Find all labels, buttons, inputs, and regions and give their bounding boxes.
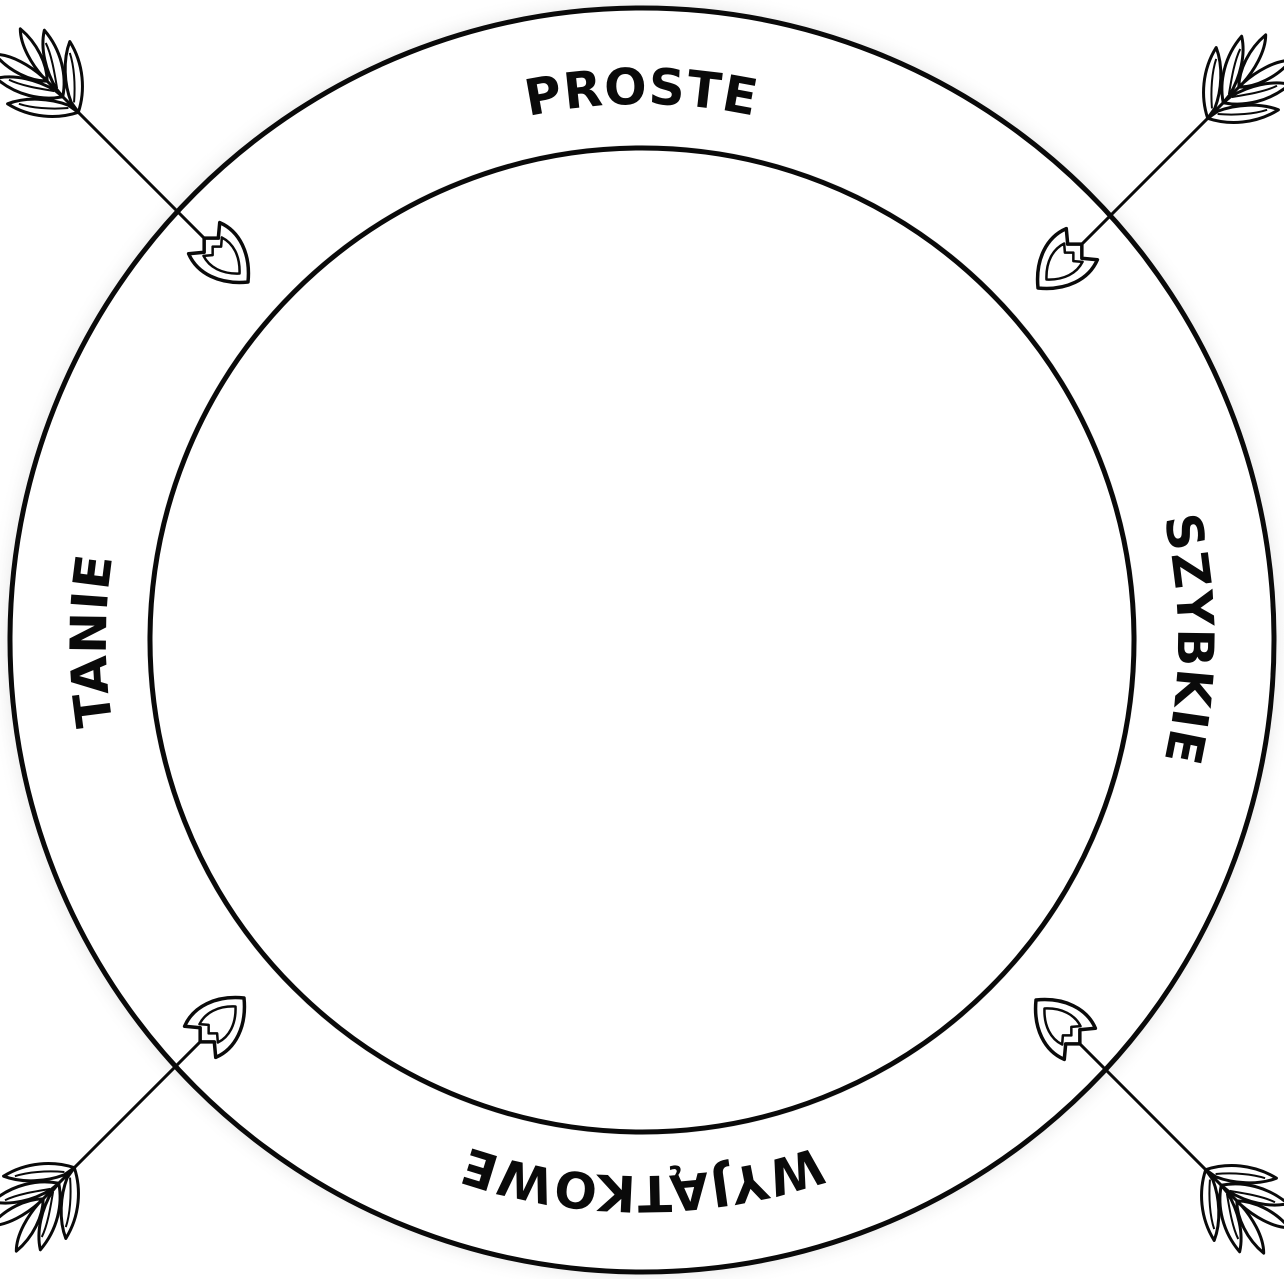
inner-circle — [150, 148, 1134, 1132]
label-left: TANIE — [59, 550, 124, 731]
svg-text:TANIE: TANIE — [59, 550, 124, 731]
